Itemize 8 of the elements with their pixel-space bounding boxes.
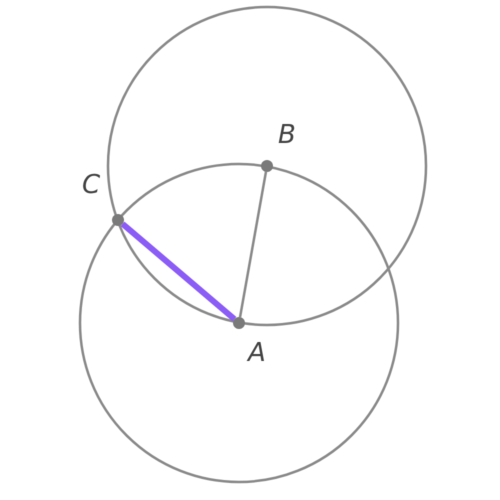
point-dot xyxy=(112,214,124,226)
line-segment xyxy=(238,172,268,318)
point-dot xyxy=(261,160,273,172)
point-label: C xyxy=(82,172,100,198)
point-dot xyxy=(233,317,245,329)
line-segment xyxy=(120,222,236,322)
point-label: A xyxy=(248,340,266,366)
point-label: B xyxy=(278,122,296,148)
